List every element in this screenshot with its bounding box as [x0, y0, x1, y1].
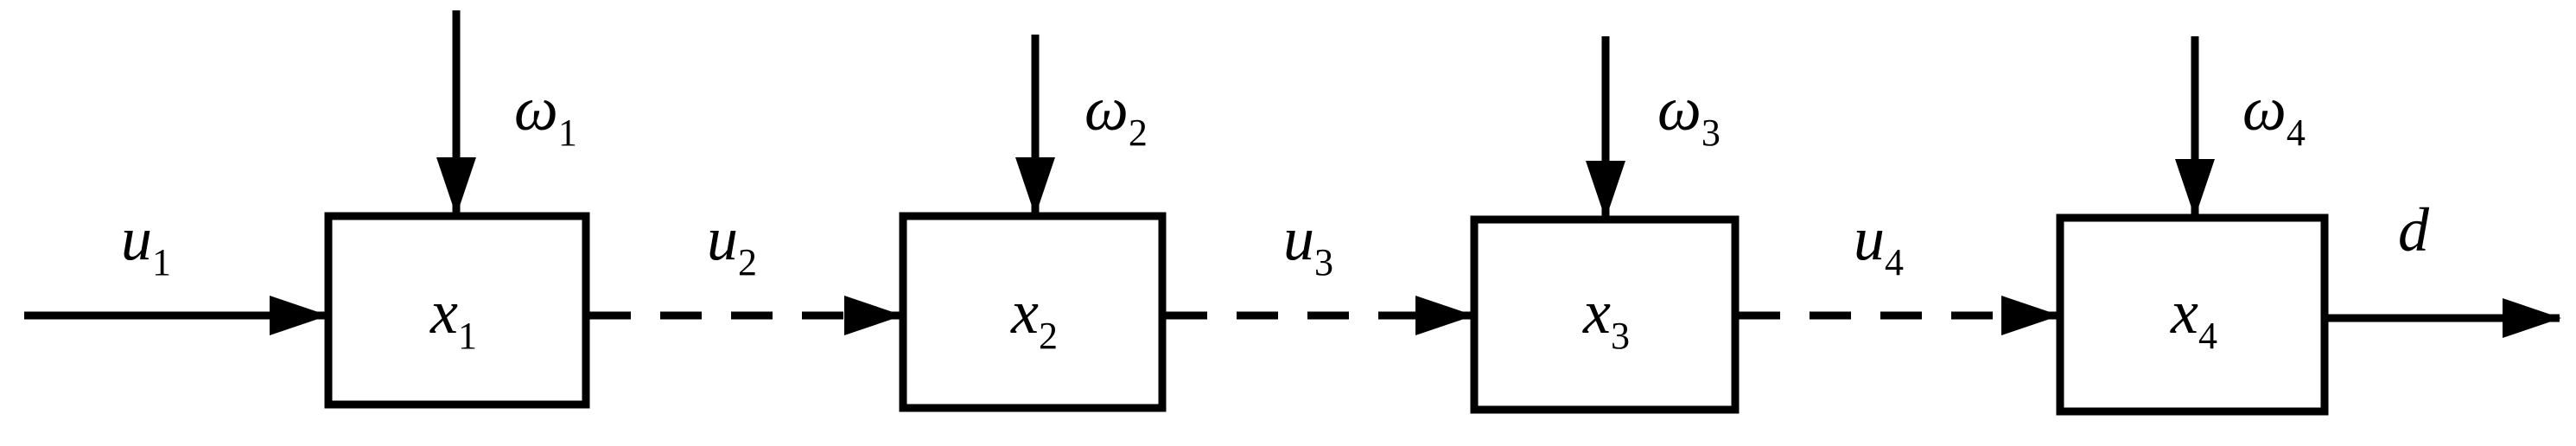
- disturbance-label-4: ω4: [2242, 74, 2306, 154]
- block-1-label: x1: [429, 277, 477, 357]
- link-label-1: u2: [707, 204, 757, 284]
- disturbance-label-3: ω3: [1657, 74, 1721, 154]
- block-2: [899, 212, 1167, 412]
- block-3: [1470, 215, 1740, 414]
- block-4-label: x4: [2170, 277, 2217, 357]
- output-label: d: [2398, 195, 2430, 264]
- link-label-3: u4: [1854, 204, 1904, 284]
- disturbance-label-2: ω2: [1084, 74, 1148, 154]
- block-3-label: x3: [1582, 277, 1630, 357]
- disturbance-label-1: ω1: [514, 74, 577, 154]
- input-label: u1: [121, 204, 171, 284]
- block-2-label: x2: [1010, 277, 1058, 357]
- block-4: [2056, 213, 2329, 416]
- block-1: [324, 212, 590, 409]
- link-label-2: u3: [1283, 204, 1333, 284]
